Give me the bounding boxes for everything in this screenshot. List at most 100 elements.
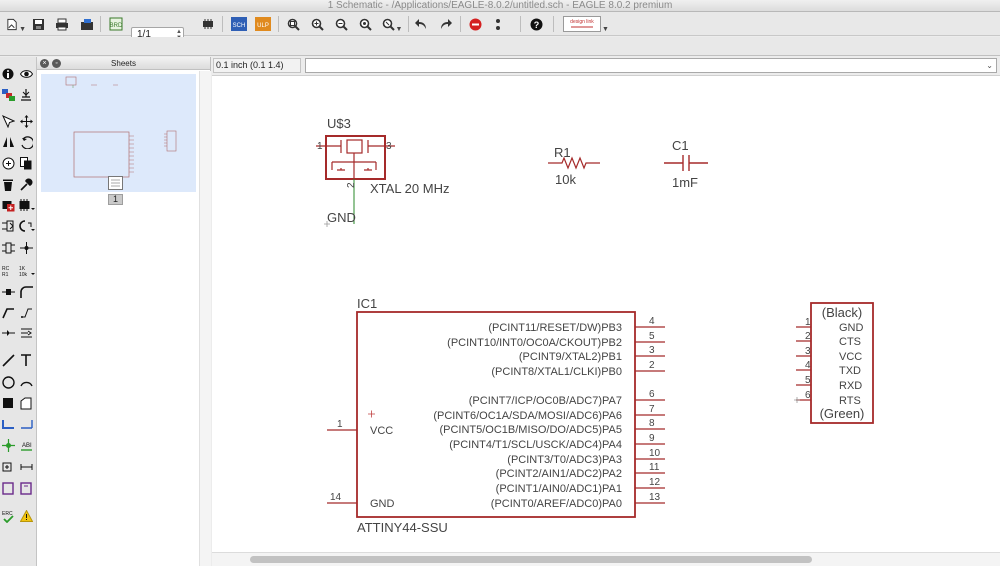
modules-icon[interactable] xyxy=(19,481,33,495)
zoom-fit-icon[interactable] xyxy=(285,15,301,33)
net-icon[interactable] xyxy=(19,417,33,431)
net-route-icon[interactable] xyxy=(1,326,15,340)
sheet-thumbnail[interactable] xyxy=(41,74,196,192)
wire-icon[interactable] xyxy=(1,353,15,367)
sheets-panel-header: × ◦ Sheets xyxy=(37,57,210,70)
u3-pin-1: 1 xyxy=(317,141,323,152)
frame-icon[interactable] xyxy=(1,481,15,495)
ic1-name: IC1 xyxy=(357,296,377,311)
parallel-lines-icon[interactable] xyxy=(19,326,33,340)
copy-icon[interactable] xyxy=(1,156,15,170)
script-icon[interactable]: SCH xyxy=(230,15,248,33)
ic1-value: ATTINY44-SSU xyxy=(357,520,448,535)
design-link-button[interactable]: design link▼ xyxy=(563,15,609,33)
attribute-icon[interactable] xyxy=(1,460,15,474)
mark-icon[interactable] xyxy=(19,88,33,102)
save-icon[interactable] xyxy=(31,15,45,33)
bus-icon[interactable] xyxy=(1,417,15,431)
ftdi-bottom-label: (Green) xyxy=(820,406,865,421)
rotate-icon[interactable] xyxy=(19,135,33,149)
ic1-left-pin-label-1: GND xyxy=(370,498,395,510)
capacitor-c1[interactable]: C1 1mF xyxy=(664,138,708,190)
design-link-label: design link xyxy=(570,19,594,25)
arc-icon[interactable] xyxy=(19,375,33,389)
ulp-icon[interactable]: ULP xyxy=(254,15,272,33)
ic1-right-pin-no-2: 3 xyxy=(649,345,655,356)
ftdi-pin-label-3: TXD xyxy=(839,365,861,377)
ftdi-header[interactable]: (Black) (Green) 1 GND 2 CTS 3 VCC 4 TXD … xyxy=(794,302,874,424)
replace-icon[interactable] xyxy=(19,198,36,212)
change-icon[interactable] xyxy=(19,177,33,191)
label-icon[interactable]: ABI xyxy=(19,438,33,452)
script-label: SCH xyxy=(233,23,246,29)
move-icon[interactable] xyxy=(1,114,15,128)
help-icon[interactable]: ? xyxy=(529,15,543,33)
ftdi-pin-label-0: GND xyxy=(839,322,864,334)
ic1-right-pin-no-0: 4 xyxy=(649,316,655,327)
zoom-redraw-icon[interactable] xyxy=(357,15,373,33)
gateswap-icon[interactable] xyxy=(19,219,36,233)
chevron-down-icon[interactable]: ⌄ xyxy=(986,61,993,70)
cam-processor-icon[interactable] xyxy=(79,15,95,33)
ic1-right-pin-no-11: 13 xyxy=(649,492,661,503)
stop-icon[interactable] xyxy=(468,15,482,33)
schematic-canvas[interactable]: U$3 1 3 2 XTAL 20 MHz GND R1 10k C1 1mF … xyxy=(212,75,1000,552)
info-icon[interactable] xyxy=(1,67,15,81)
pinswap-icon[interactable] xyxy=(1,219,15,233)
command-line-input[interactable]: ⌄ xyxy=(305,58,997,73)
miter-icon[interactable] xyxy=(19,285,33,299)
polygon-icon[interactable] xyxy=(19,396,33,410)
ftdi-pin-label-4: RXD xyxy=(839,380,862,392)
zoom-in-icon[interactable] xyxy=(309,15,325,33)
mirror-icon[interactable] xyxy=(1,135,15,149)
undo-icon[interactable] xyxy=(414,15,428,33)
sheet-number-badge[interactable]: 1 xyxy=(108,194,123,205)
zoom-select-icon[interactable]: ▼ xyxy=(381,15,403,33)
zoom-out-icon[interactable] xyxy=(333,15,349,33)
erc-icon[interactable]: ERC xyxy=(1,509,15,523)
detach-icon[interactable]: ◦ xyxy=(52,59,61,68)
r1-name: R1 xyxy=(554,145,571,160)
ic1-right-pin-no-3: 2 xyxy=(649,360,655,371)
ic1-left-pin-no-1: 14 xyxy=(330,492,342,503)
dimension-icon[interactable] xyxy=(19,460,33,474)
split-icon[interactable] xyxy=(1,241,15,255)
text-icon[interactable] xyxy=(19,353,33,367)
go-icon[interactable] xyxy=(493,15,503,33)
resistor-r1[interactable]: R1 10k xyxy=(548,145,600,187)
scrollbar-thumb[interactable] xyxy=(250,556,812,563)
invoke-icon[interactable] xyxy=(19,241,33,255)
paste-icon[interactable] xyxy=(19,156,33,170)
sheets-panel: × ◦ Sheets 1 xyxy=(37,57,211,566)
circle-icon[interactable] xyxy=(1,375,15,389)
canvas-horizontal-scrollbar[interactable] xyxy=(212,552,1000,566)
rectangle-icon[interactable] xyxy=(1,396,15,410)
redo-icon[interactable] xyxy=(438,15,452,33)
drag-icon[interactable] xyxy=(19,114,33,128)
add-icon[interactable] xyxy=(1,198,15,212)
c1-name: C1 xyxy=(672,138,689,153)
u3-name: U$3 xyxy=(327,116,351,131)
grid-toolbar xyxy=(0,37,1000,89)
optimize-icon[interactable] xyxy=(19,306,33,320)
split-wire-icon[interactable] xyxy=(1,306,15,320)
errors-icon[interactable] xyxy=(19,509,33,523)
ic1-right-pin-no-7: 9 xyxy=(649,433,655,444)
add-part-icon[interactable] xyxy=(200,15,216,33)
junction-icon[interactable] xyxy=(1,438,15,452)
close-icon[interactable]: × xyxy=(40,59,49,68)
crystal-u3[interactable]: U$3 1 3 2 XTAL 20 MHz GND xyxy=(316,116,449,227)
open-icon[interactable]: ▼ xyxy=(6,15,26,33)
show-icon[interactable] xyxy=(19,67,33,81)
board-schematic-switch-icon[interactable]: BRD xyxy=(108,15,124,33)
ic-attiny44[interactable]: IC1 ATTINY44-SSU 1 VCC 14 GND (PCINT11/R… xyxy=(327,296,665,535)
delete-icon[interactable] xyxy=(1,177,15,191)
smash-icon[interactable] xyxy=(1,285,15,299)
sheet-page-icon xyxy=(108,176,123,190)
sheets-scrollbar[interactable] xyxy=(199,71,211,566)
print-icon[interactable] xyxy=(55,15,69,33)
display-layers-icon[interactable] xyxy=(1,88,15,102)
